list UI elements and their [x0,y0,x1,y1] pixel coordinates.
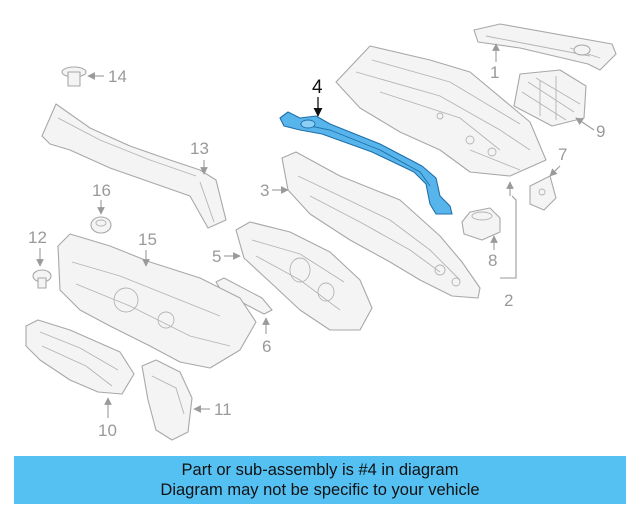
parts-diagram: 1 9 7 8 2 4 3 5 6 13 14 16 12 15 10 11 [25,23,617,441]
callout-12: 12 [28,228,47,247]
part-7-bracket [529,175,557,211]
part-10-lower-insulator [25,319,135,395]
part-12-fastener [32,269,52,289]
callout-16: 16 [92,181,111,200]
callouts: 1 9 7 8 2 4 3 5 6 13 14 16 12 15 10 11 [28,43,605,440]
callout-8: 8 [488,251,497,270]
callout-15: 15 [138,230,157,249]
part-13-crossmember [41,103,227,229]
banner-line-2: Diagram may not be specific to your vehi… [160,481,480,499]
part-11-lower-bracket [141,359,193,441]
callout-10: 10 [98,421,117,440]
info-banner: Part or sub-assembly is #4 in diagram Di… [14,456,626,504]
part-3-dash-panel-upper [281,151,481,299]
callout-13: 13 [190,139,209,158]
callout-9: 9 [596,122,605,141]
callout-6: 6 [262,337,271,356]
callout-4: 4 [312,77,323,98]
part-16-grommet [90,216,112,234]
callout-1: 1 [490,63,499,82]
part-15-insulator [57,233,257,369]
callout-7: 7 [558,145,567,164]
callout-2: 2 [504,291,513,310]
part-2-cowl-panel [335,45,547,177]
callout-11: 11 [214,400,232,419]
part-1-cowl-extension [473,23,617,71]
part-4-cowl-reinforcement [279,111,453,215]
banner-line-1: Part or sub-assembly is #4 in diagram [181,461,459,479]
part-5-dash-insulator [235,221,373,331]
callout-3: 3 [260,181,269,200]
part-8-mount [461,207,501,241]
callout-5: 5 [212,247,221,266]
part-14-clip [61,66,87,87]
callout-14: 14 [108,67,127,86]
part-9-cowl-vent-grille [513,69,587,127]
